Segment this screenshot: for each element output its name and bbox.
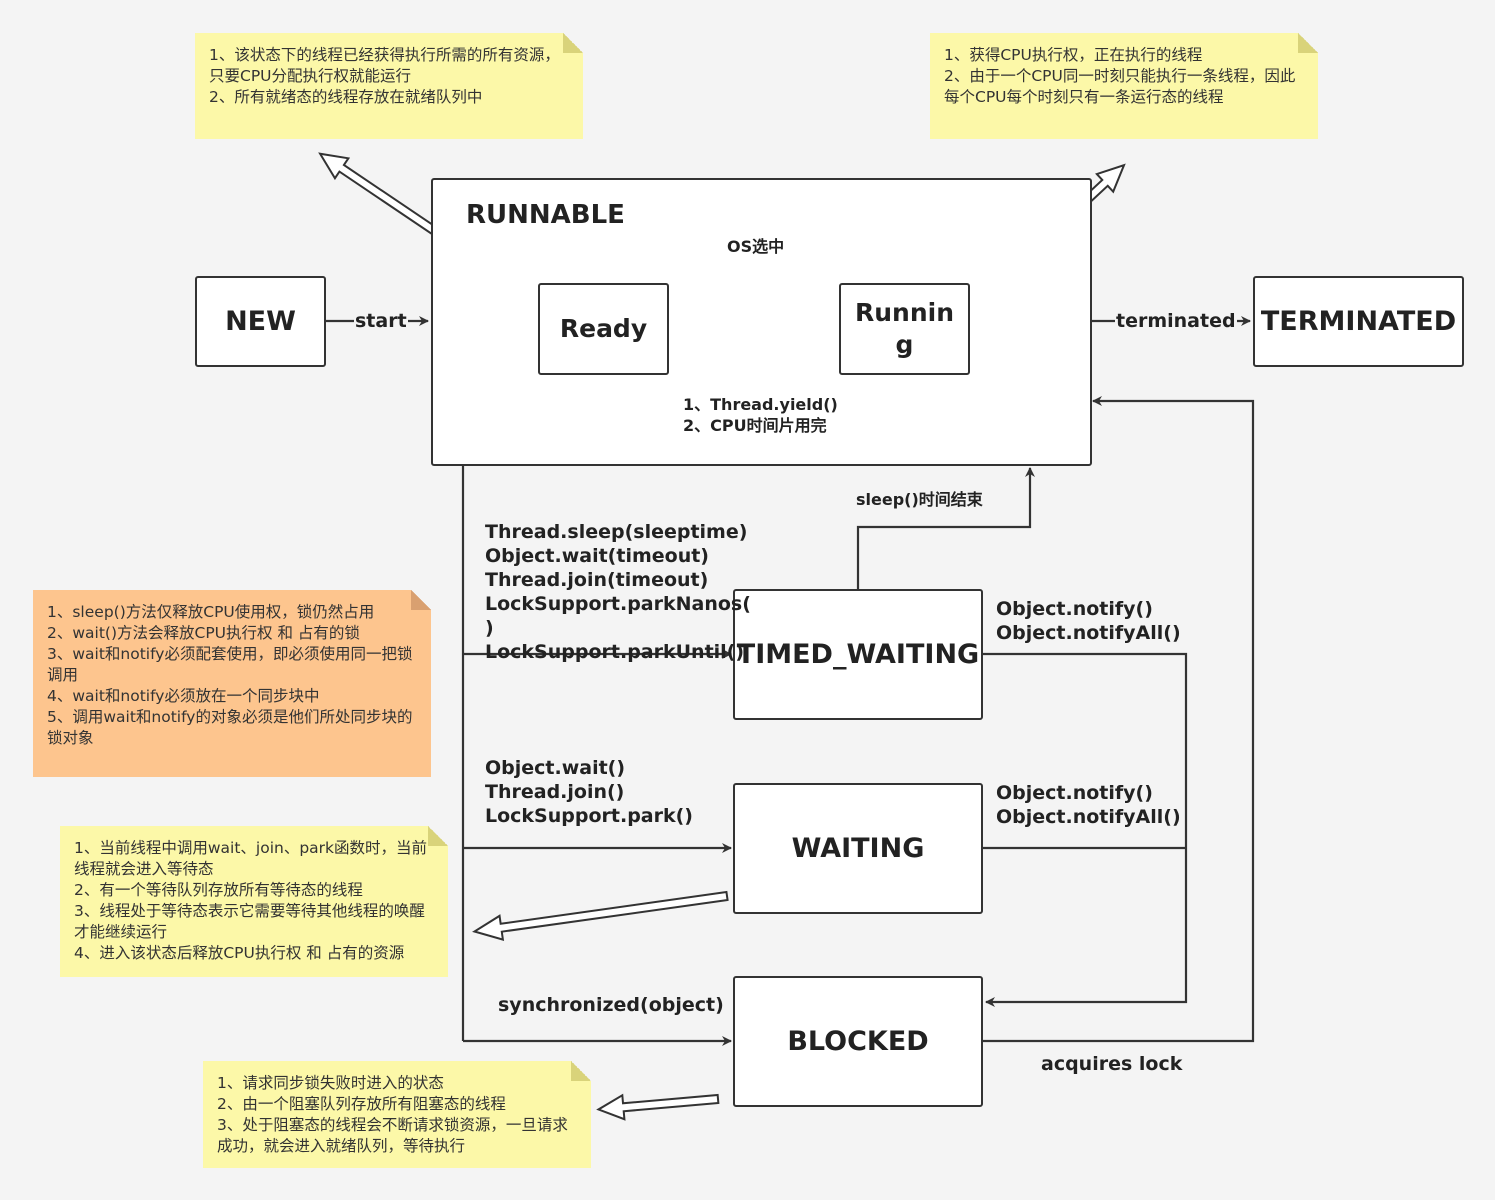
new-state-box: NEW <box>195 276 326 367</box>
timed-waiting-state-box: TIMED_WAITING <box>733 589 983 720</box>
blocked-note: 1、请求同步锁失败时进入的状态 2、由一个阻塞队列存放所有阻塞态的线程 3、处于… <box>203 1061 591 1168</box>
timed-method-3: Thread.join(timeout) <box>485 569 709 591</box>
ready-note-line-3: 2、所有就绪态的线程存放在就绪队列中 <box>209 88 483 106</box>
note-fold <box>411 590 431 610</box>
ready-note: 1、该状态下的线程已经获得执行所需的所有资源，只要CPU分配执行权就能运行 2、… <box>195 33 583 139</box>
timed-method-4-cont: ) <box>485 617 494 639</box>
wait-method-3: LockSupport.park() <box>485 805 693 827</box>
sleep-wait-note-line-1: 1、sleep()方法仅释放CPU使用权，锁仍然占用 <box>47 603 375 621</box>
sleep-end-arrow <box>856 467 1035 590</box>
ready-state-box: Ready <box>538 283 669 375</box>
blocked-note-line-2: 2、由一个阻塞队列存放所有阻塞态的线程 <box>217 1095 506 1113</box>
yield-label: 1、Thread.yield() 2、CPU时间片用完 <box>682 394 839 436</box>
wait-notify-2: Object.notifyAll() <box>996 806 1181 828</box>
timed-notify-label: Object.notify() Object.notifyAll() <box>996 597 1181 645</box>
timed-method-1: Thread.sleep(sleeptime) <box>485 521 748 543</box>
running-note-line-3: 2、由于一个CPU同一时刻只能执行一条线程，因此每个CPU每个时刻只有一条运行态… <box>944 67 1296 106</box>
waiting-notify-label: Object.notify() Object.notifyAll() <box>996 781 1181 829</box>
acquires-lock-arrow <box>983 396 1255 1043</box>
wait-notify-1: Object.notify() <box>996 782 1153 804</box>
running-state-box: Running <box>839 283 970 375</box>
note-fold <box>563 33 583 53</box>
sleep-end-label: sleep()时间结束 <box>856 490 983 509</box>
synchronized-label: synchronized(object) <box>498 994 724 1016</box>
running-note: 1、获得CPU执行权，正在执行的线程 2、由于一个CPU同一时刻只能执行一条线程… <box>930 33 1318 139</box>
yield-label-line-1: 1、Thread.yield() <box>683 395 838 414</box>
waiting-note-line-1: 1、当前线程中调用wait、join、park函数时，当前线程就会进入等待态 <box>74 839 428 878</box>
running-note-line-1: 1、获得CPU执行权，正在执行的线程 <box>944 46 1203 64</box>
os-select-label: OS选中 <box>726 236 786 257</box>
waiting-note-line-2: 2、有一个等待队列存放所有等待态的线程 <box>74 881 363 899</box>
timed-notify-2: Object.notifyAll() <box>996 622 1181 644</box>
terminated-state-box: TERMINATED <box>1253 276 1464 367</box>
note-fold <box>571 1061 591 1081</box>
timed-waiting-methods: Thread.sleep(sleeptime) Object.wait(time… <box>485 520 751 664</box>
wait-method-1: Object.wait() <box>485 757 626 779</box>
start-label: start <box>354 309 408 333</box>
blocked-note-line-3: 3、处于阻塞态的线程会不断请求锁资源，一旦请求成功，就会进入就绪队列，等待执行 <box>217 1116 568 1155</box>
sleep-wait-note-line-4: 3、wait和notify必须配套使用，即必须使用同一把锁调用 <box>47 645 413 684</box>
ready-note-line-1: 1、该状态下的线程已经获得执行所需的所有资源，只要CPU分配执行权就能运行 <box>209 46 560 85</box>
waiting-note-line-4: 4、进入该状态后释放CPU执行权 和 占有的资源 <box>74 944 405 962</box>
waiting-state-box: WAITING <box>733 783 983 914</box>
timed-notify-1: Object.notify() <box>996 598 1153 620</box>
sleep-wait-note-line-5: 4、wait和notify必须放在一个同步块中 <box>47 687 320 705</box>
sleep-wait-note-line-2: 2、wait()方法会释放CPU执行权 和 占有的锁 <box>47 624 360 642</box>
running-state-label: Running <box>854 298 954 359</box>
timed-method-2: Object.wait(timeout) <box>485 545 709 567</box>
timed-notify-arrow <box>983 652 1188 1007</box>
terminated-label: terminated <box>1115 309 1237 333</box>
sleep-wait-note-line-6: 5、调用wait和notify的对象必须是他们所处同步块的锁对象 <box>47 708 413 747</box>
sleep-wait-note: 1、sleep()方法仅释放CPU使用权，锁仍然占用 2、wait()方法会释放… <box>33 590 431 777</box>
waiting-methods: Object.wait() Thread.join() LockSupport.… <box>485 756 693 828</box>
runnable-title: RUNNABLE <box>466 200 625 230</box>
blocked-state-box: BLOCKED <box>733 976 983 1107</box>
waiting-note-line-3: 3、线程处于等待态表示它需要等待其他线程的唤醒才能继续运行 <box>74 902 425 941</box>
timed-method-5: LockSupport.parkUntil() <box>485 641 745 663</box>
note-fold <box>1298 33 1318 53</box>
wait-method-2: Thread.join() <box>485 781 625 803</box>
waiting-note: 1、当前线程中调用wait、join、park函数时，当前线程就会进入等待态 2… <box>60 826 448 977</box>
acquires-lock-label: acquires lock <box>1041 1053 1183 1075</box>
yield-label-line-2: 2、CPU时间片用完 <box>683 416 827 435</box>
note-fold <box>428 826 448 846</box>
blocked-note-pointer <box>596 1093 720 1121</box>
blocked-note-line-1: 1、请求同步锁失败时进入的状态 <box>217 1074 444 1092</box>
timed-method-4: LockSupport.parkNanos( <box>485 593 751 615</box>
waiting-note-pointer <box>472 890 729 941</box>
